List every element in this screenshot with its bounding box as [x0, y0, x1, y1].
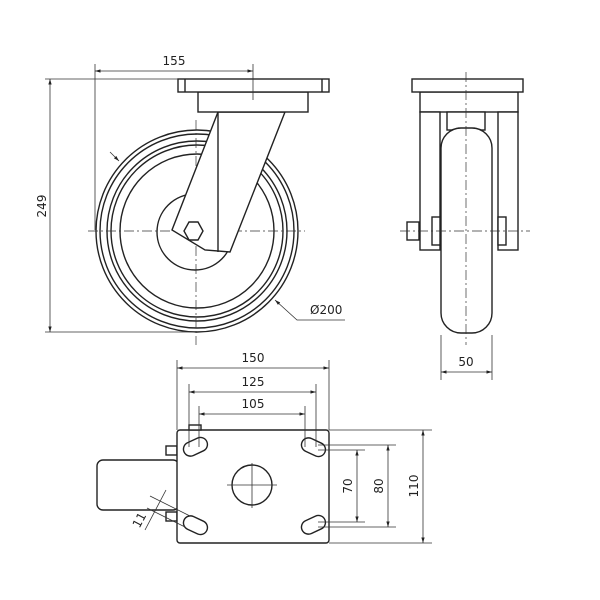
axle-nut-icon: [183, 221, 204, 241]
height-dimension: 249: [35, 195, 49, 218]
hole-spacing-70-dimension: 70: [341, 478, 355, 493]
fork-leg-left: [419, 111, 441, 251]
swivel-offset-dimension: 155: [163, 54, 186, 68]
wheel-outline-top: [96, 459, 180, 511]
bolt-slots: [182, 436, 327, 536]
side-view: 50: [400, 72, 530, 380]
plate-length-dimension: 110: [407, 475, 421, 498]
fork-leg-right: [497, 111, 519, 251]
top-plate-view: 150 125 105 70 80 110 11: [96, 351, 432, 544]
wheel-diameter-dimension: Ø200: [310, 303, 342, 317]
front-view: 249 155 Ø200: [35, 54, 345, 345]
wheel-width-dimension: 50: [458, 355, 473, 369]
hole-spacing-105-dimension: 105: [242, 397, 265, 411]
plate-width-dimension: 150: [242, 351, 265, 365]
hole-spacing-80-dimension: 80: [372, 478, 386, 493]
top-plate: [177, 78, 330, 93]
hole-spacing-125-dimension: 125: [242, 375, 265, 389]
mounting-plate: [176, 429, 330, 544]
slot-width-dimension: 11: [130, 510, 150, 530]
wheel-side: [440, 127, 493, 334]
